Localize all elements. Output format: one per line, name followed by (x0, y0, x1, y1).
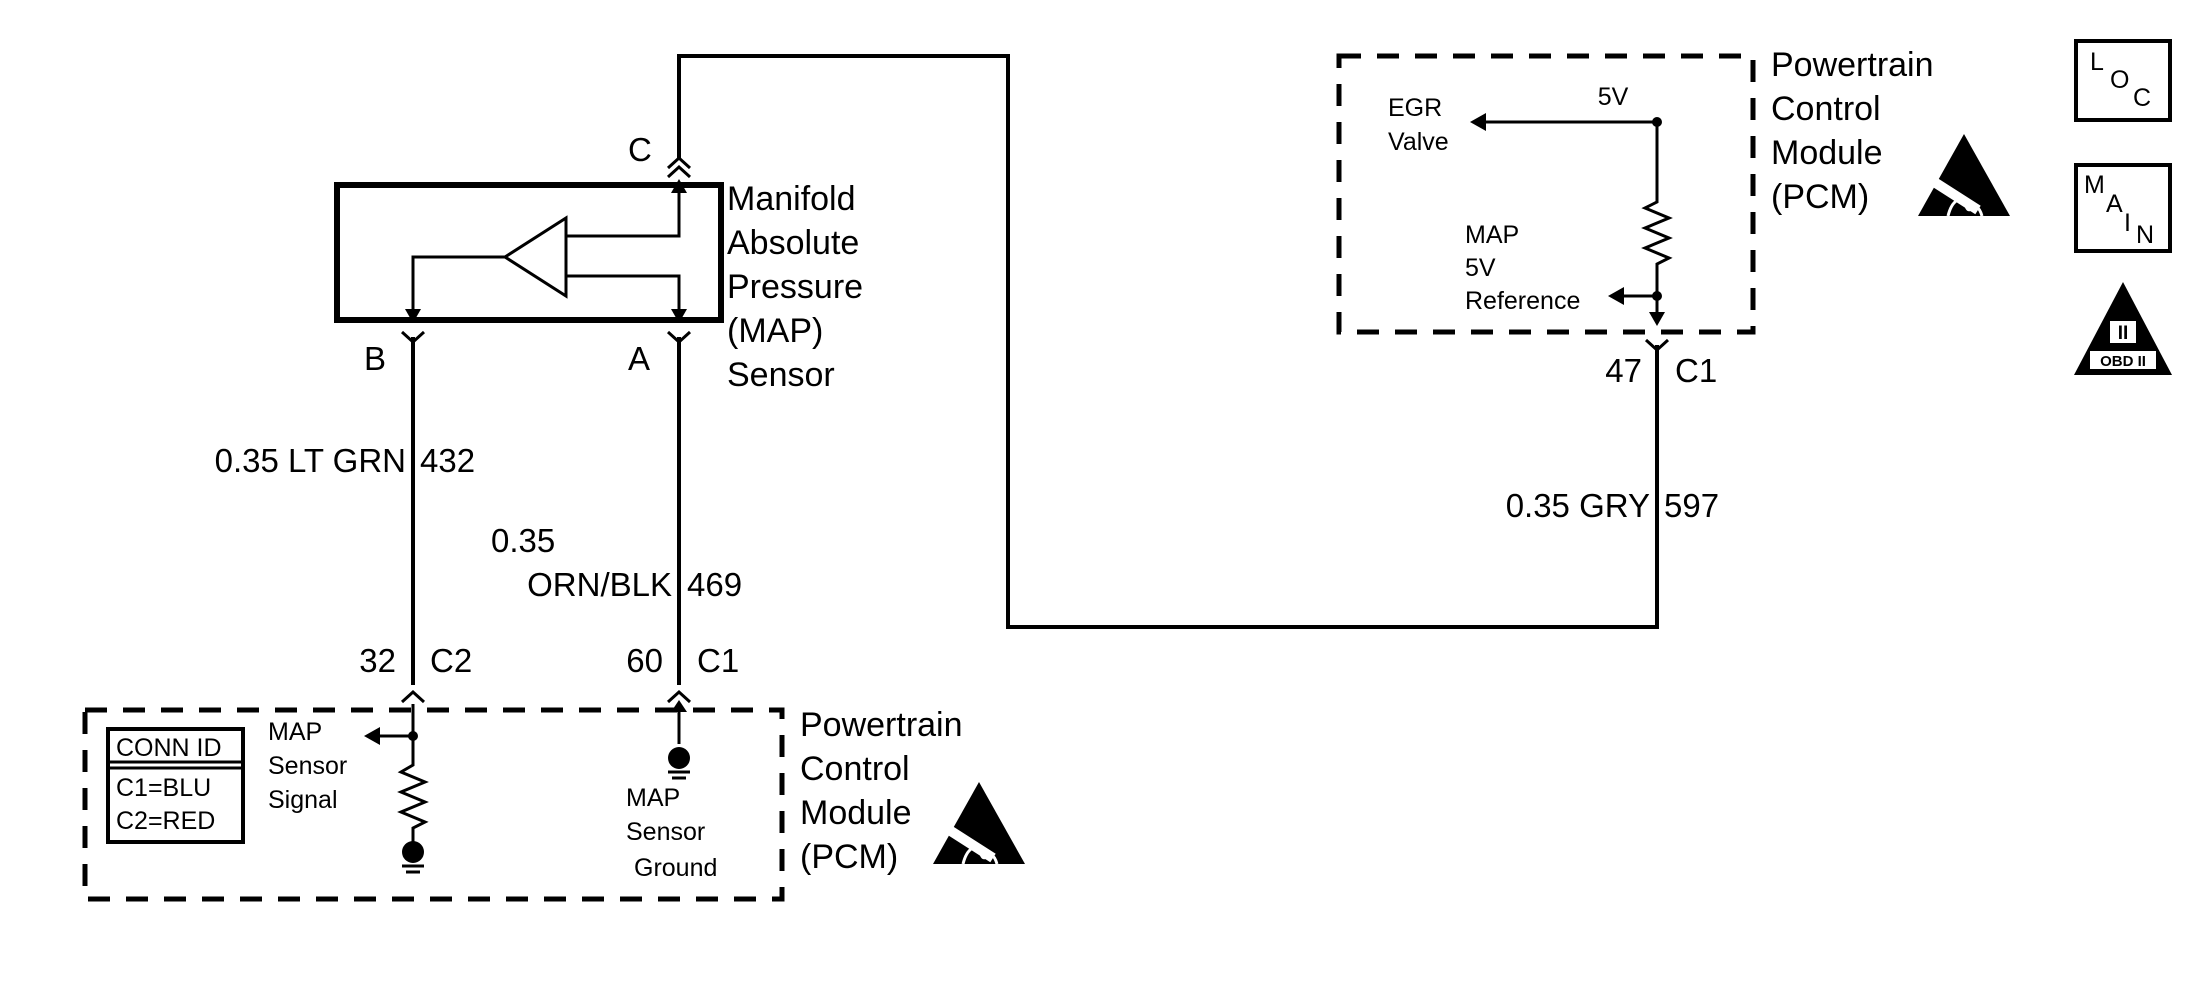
loc-icon: L O C (2074, 39, 2172, 122)
main-letter-i: I (2124, 209, 2131, 237)
ground-icon-2 (668, 747, 690, 769)
reference-arrow-icon (1608, 287, 1624, 305)
pin-c-label: C (628, 131, 652, 168)
pin-a-label: A (628, 340, 650, 377)
ground-icon (402, 841, 424, 863)
obd-numeral: II (2118, 323, 2129, 344)
sensor-name-line-2: Absolute (727, 224, 859, 262)
conn-id-table: CONN ID C1=BLU C2=RED (106, 727, 245, 844)
ground-label-line-1: MAP (626, 784, 680, 812)
wire-reference-597 (677, 54, 1659, 629)
conn-id-title: CONN ID (116, 734, 222, 762)
sensor-internal-b (411, 255, 505, 315)
ground-wire-gauge: 0.35 (491, 522, 555, 559)
conn-id-row-2: C2=RED (116, 807, 215, 835)
conn-top-c1-label: C1 (1675, 352, 1717, 389)
amplifier-icon (502, 215, 568, 299)
ground-label-line-2: Sensor (626, 818, 705, 846)
pcm-top-name-line-1: Powertrain (1771, 46, 1934, 84)
pcm-top-name-line-2: Control (1771, 90, 1881, 128)
pcm-top-boundary (1336, 53, 1756, 335)
pin-b-label: B (364, 340, 386, 377)
signal-label-line-1: MAP (268, 718, 322, 746)
loc-letter-c: C (2133, 84, 2151, 112)
conn-id-row-1: C1=BLU (116, 774, 211, 802)
egr-arrow-icon (1470, 113, 1486, 131)
pcm-bottom-name-line-3: Module (800, 794, 912, 832)
pcm-top-name-line-3: Module (1771, 134, 1883, 172)
sensor-name-line-1: Manifold (727, 180, 856, 218)
pin-32-label: 32 (359, 642, 396, 679)
ref-label-line-3: Reference (1465, 287, 1580, 315)
conn-c2-label: C2 (430, 642, 472, 679)
reference-resistor-icon (1641, 122, 1673, 296)
pcm-top-name-line-4: (PCM) (1771, 178, 1869, 216)
main-letter-n: N (2136, 221, 2154, 249)
wire-labels: 0.35 LT GRN 432 0.35 ORN/BLK 469 0.35 GR… (215, 442, 1719, 603)
sensor-name-line-4: (MAP) (727, 312, 823, 350)
obd-label: OBD II (2100, 353, 2146, 370)
ground-label-line-3: Ground (634, 854, 717, 882)
ref-label-line-2: 5V (1465, 254, 1496, 282)
pcm-top: 5V EGR Valve MAP 5V Reference 47 C1 Powe… (1336, 46, 2010, 389)
map-sensor (334, 179, 724, 323)
loc-letter-l: L (2090, 48, 2104, 76)
ground-wire-color: ORN/BLK (527, 566, 672, 603)
egr-label-line-1: EGR (1388, 94, 1442, 122)
map-sensor-label: Manifold Absolute Pressure (MAP) Sensor (727, 180, 863, 394)
ref-label-line-1: MAP (1465, 221, 1519, 249)
connector-60-icon (666, 689, 692, 704)
pcm-bottom-boundary (82, 707, 785, 902)
reference-wire-gauge: 0.35 GRY (1506, 487, 1650, 524)
esd-sensitive-icon (933, 782, 1025, 864)
signal-arrow-icon (364, 727, 380, 745)
main-letter-m: M (2084, 171, 2105, 199)
pcm-bottom: 32 C2 60 C1 MAP Sensor Signal MAP Sensor… (82, 642, 1025, 902)
connector-c-icon-2 (666, 164, 692, 179)
pulldown-resistor-icon (397, 752, 429, 845)
signal-label-line-2: Sensor (268, 752, 347, 780)
signal-wire-gauge: 0.35 LT GRN (215, 442, 406, 479)
reference-wire-circuit: 597 (1664, 487, 1719, 524)
pin-60-label: 60 (626, 642, 663, 679)
egr-label-line-2: Valve (1388, 128, 1449, 156)
sensor-name-line-5: Sensor (727, 356, 835, 394)
sensor-connectors: C B A (364, 131, 692, 377)
sensor-name-line-3: Pressure (727, 268, 863, 306)
sensor-internal-c (566, 189, 681, 238)
conn-c1-label: C1 (697, 642, 739, 679)
map-sensor-body (334, 182, 724, 323)
connector-32-icon (400, 689, 426, 704)
pcm-bottom-name-line-1: Powertrain (800, 706, 963, 744)
pin-47-label: 47 (1605, 352, 1642, 389)
obd-ii-icon: II OBD II (2074, 282, 2172, 375)
esd-sensitive-icon (1918, 134, 2010, 216)
main-letter-a: A (2106, 190, 2123, 218)
voltage-5v-label: 5V (1598, 83, 1629, 111)
sensor-internal-a (566, 274, 681, 315)
pcm-bottom-name-line-2: Control (800, 750, 910, 788)
pcm-bottom-name-line-4: (PCM) (800, 838, 898, 876)
signal-label-line-3: Signal (268, 786, 338, 814)
ground-wire-circuit: 469 (687, 566, 742, 603)
main-icon: M A I N (2074, 163, 2172, 253)
connector-47-icon (1644, 338, 1670, 353)
loc-letter-o: O (2110, 66, 2129, 94)
signal-wire-circuit: 432 (420, 442, 475, 479)
